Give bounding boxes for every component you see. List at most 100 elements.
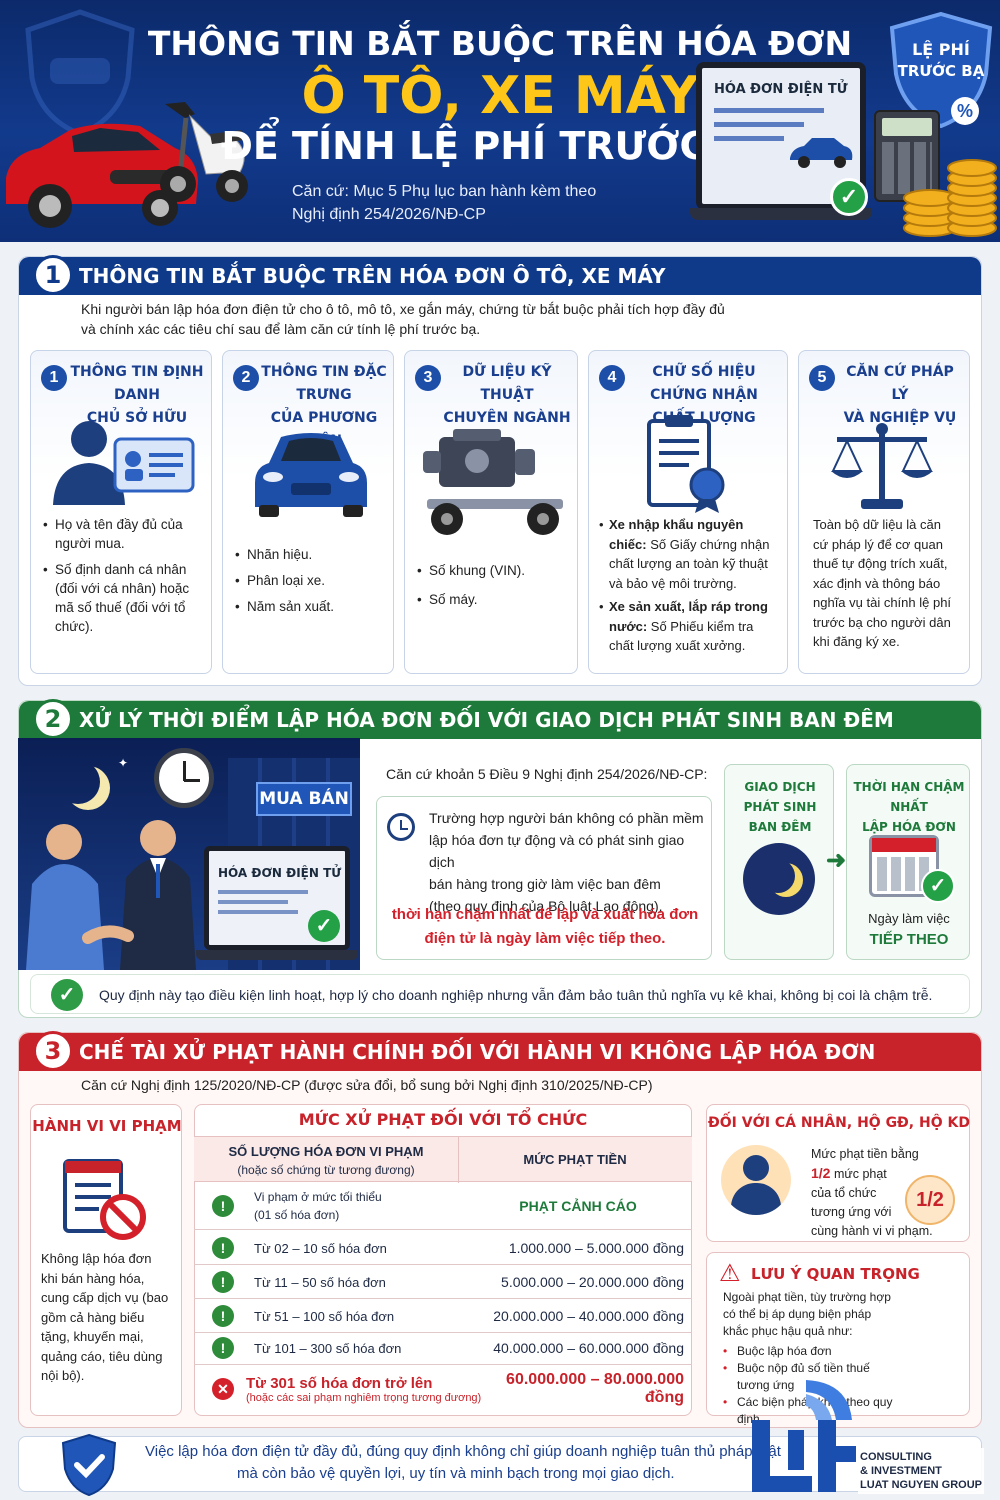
card1-item: Số định danh cá nhân (đối với cá nhân) h…	[43, 560, 203, 636]
laptop-invoice: HÓA ĐƠN ĐIỆN TỬ ✓	[690, 62, 872, 222]
row-label: Từ 11 – 50 số hóa đơn	[254, 1274, 386, 1290]
section2-basis: Căn cứ khoản 5 Điều 9 Nghị định 254/2026…	[386, 766, 708, 782]
row1-label-l1: Vi phạm ở mức tối thiểu	[254, 1189, 382, 1204]
moon-circle-icon	[743, 843, 815, 915]
section2-red-l1: thời hạn chậm nhất để lập và xuất hóa đơ…	[391, 906, 699, 923]
person-icon	[721, 1145, 791, 1215]
last-label: Từ 301 số hóa đơn trở lên (hoặc các sai …	[246, 1375, 496, 1404]
title-line1: THÔNG TIN BẮT BUỘC TRÊN HÓA ĐƠN	[147, 24, 853, 63]
half-badge: 1/2	[905, 1175, 955, 1225]
individual-l3: của tổ chức	[811, 1186, 877, 1200]
chassis-engine-icon	[423, 429, 563, 535]
penalty-row-warning: ! Vi phạm ở mức tối thiểu(01 số hóa đơn)…	[194, 1182, 692, 1230]
box1-title-l1: GIAO DỊCH PHÁT SINH	[743, 780, 817, 814]
individual-l2: mức phạt	[833, 1167, 887, 1181]
night-transaction-illustration: ✦ ✦ ✦ MUA BÁN HÓA ĐƠN ĐIỆN TỬ ✓	[18, 738, 360, 970]
warning-icon: !	[212, 1337, 234, 1359]
logo-l1: CONSULTING	[860, 1451, 932, 1463]
logo-text: CONSULTING & INVESTMENT LUAT NGUYEN GROU…	[858, 1448, 985, 1494]
section1-header: THÔNG TIN BẮT BUỘC TRÊN HÓA ĐƠN Ô TÔ, XE…	[19, 257, 981, 295]
clock-small-icon	[387, 813, 415, 841]
shield-check-icon	[61, 1433, 117, 1497]
sale-sign: MUA BÁN	[256, 782, 352, 816]
title-line3: ĐỂ TÍNH LỆ PHÍ TRƯỚC BẠ	[221, 124, 779, 168]
individual-title: ĐỐI VỚI CÁ NHÂN, HỘ GĐ, HỘ KD	[708, 1115, 970, 1131]
card2-number: 2	[233, 365, 259, 391]
section3-header: CHẾ TÀI XỬ PHẠT HÀNH CHÍNH ĐỐI VỚI HÀNH …	[19, 1033, 981, 1071]
note-l1: Ngoài phạt tiền, tùy trường hợp	[723, 1290, 891, 1304]
individual-half: 1/2	[811, 1165, 831, 1181]
warning-icon: !	[212, 1237, 234, 1259]
violation-title: HÀNH VI VI PHẠM	[32, 1117, 182, 1135]
row-label: Từ 51 – 100 số hóa đơn	[254, 1308, 395, 1324]
section2-note-bar: ✓ Quy định này tạo điều kiện linh hoạt, …	[30, 974, 970, 1014]
car-front-icon	[255, 433, 367, 517]
row-value: 20.000.000 – 40.000.000 đồng	[493, 1308, 684, 1324]
warning-icon: !	[212, 1271, 234, 1293]
note-title: LƯU Ý QUAN TRỌNG	[751, 1265, 920, 1283]
company-logo: CONSULTING & INVESTMENT LUAT NGUYEN GROU…	[748, 1380, 1000, 1500]
row-label: Từ 02 – 10 số hóa đơn	[254, 1240, 387, 1256]
basis-line2: Nghị định 254/2026/NĐ-CP	[292, 206, 486, 223]
card4-title-l1: CHỮ SỐ HIỆU CHỨNG NHẬN	[650, 364, 758, 403]
individual-text: Mức phạt tiền bằng 1/2 mức phạt của tổ c…	[811, 1145, 933, 1241]
section2-para-l3: bán hàng trong giờ làm việc ban đêm	[429, 876, 661, 892]
box2-title-l2: LẬP HÓA ĐƠN	[862, 820, 956, 834]
col1-header-l1: SỐ LƯỢNG HÓA ĐƠN VI PHẠM	[228, 1144, 424, 1159]
violation-box: HÀNH VI VI PHẠM Không lập hóa đơn khi bá…	[30, 1104, 182, 1416]
penalty-table-title: MỨC XỬ PHẠT ĐỐI VỚI TỔ CHỨC	[298, 1110, 588, 1129]
section1-intro2: và chính xác các tiêu chí sau để làm căn…	[81, 321, 481, 337]
note-check-icon: ✓	[51, 979, 83, 1011]
individual-l5: cùng hành vi vi phạm.	[811, 1224, 933, 1238]
last-label-l1: Từ 301 số hóa đơn trở lên	[246, 1374, 433, 1392]
night-check-icon: ✓	[308, 910, 340, 942]
scooter-icon	[160, 102, 248, 202]
card1-list: Họ và tên đầy đủ của người mua. Số định …	[43, 515, 203, 643]
note-item-text: Buộc nộp đủ số tiền thuế tương ứng	[737, 1361, 870, 1392]
section1-intro1: Khi người bán lập hóa đơn điện tử cho ô …	[81, 301, 725, 317]
card3-number: 3	[415, 365, 441, 391]
row-label: Từ 101 – 300 số hóa đơn	[254, 1340, 402, 1356]
row1-label: Vi phạm ở mức tối thiểu(01 số hóa đơn)	[254, 1188, 464, 1224]
violation-text: Không lập hóa đơn khi bán hàng hóa, cung…	[41, 1251, 169, 1383]
box2-foot1: Ngày làm việc	[868, 911, 950, 926]
section2-para-l4: (theo quy định của Bộ luật Lao động),	[429, 898, 663, 914]
col2-header: MỨC PHẠT TIỀN	[523, 1152, 627, 1167]
last-value: 60.000.000 – 80.000.000 đồng	[506, 1371, 684, 1406]
card2-item: Phân loại xe.	[235, 571, 385, 590]
card2-item: Nhãn hiệu.	[235, 545, 385, 564]
col1-header-l2: (hoặc số chứng từ tương đương)	[237, 1163, 415, 1177]
col1-header: SỐ LƯỢNG HÓA ĐƠN VI PHẠM (hoặc số chứng …	[194, 1143, 458, 1179]
note-text: Ngoài phạt tiền, tùy trường hợp có thể b…	[723, 1289, 891, 1340]
section3-badge: 3	[33, 1031, 73, 1071]
note-item: •Buộc nộp đủ số tiền thuế tương ứng	[723, 1361, 870, 1392]
percent-icon: %	[951, 97, 979, 125]
section2-header: XỬ LÝ THỜI ĐIỂM LẬP HÓA ĐƠN ĐỐI VỚI GIAO…	[19, 701, 981, 739]
id-card-icon	[53, 421, 195, 505]
section3-title: CHẾ TÀI XỬ PHẠT HÀNH CHÍNH ĐỐI VỚI HÀNH …	[79, 1040, 876, 1064]
section2-para-l2: lập hóa đơn tự động và có phát sinh giao…	[429, 832, 685, 870]
card5-text: Toàn bộ dữ liệu là căn cứ pháp lý để cơ …	[813, 517, 952, 649]
logo-l3: LUAT NGUYEN GROUP	[860, 1479, 983, 1491]
no-invoice-icon	[63, 1159, 146, 1240]
note-list: •Buộc lập hóa đơn •Buộc nộp đủ số tiền t…	[723, 1343, 899, 1428]
section2-red-l2: điện tử là ngày làm việc tiếp theo.	[424, 930, 666, 947]
row-value: 5.000.000 – 20.000.000 đồng	[501, 1274, 684, 1290]
card4-text: •Xe nhập khẩu nguyên chiếc: Số Giấy chứn…	[599, 517, 770, 653]
individual-box: ĐỐI VỚI CÁ NHÂN, HỘ GĐ, HỘ KD Mức phạt t…	[706, 1104, 970, 1242]
card2-item: Năm sản xuất.	[235, 597, 385, 616]
warning-icon: !	[212, 1305, 234, 1327]
laptop-invoice-label: HÓA ĐƠN ĐIỆN TỬ	[714, 82, 848, 97]
card1-title-l2: CHỦ SỞ HỮU	[86, 410, 188, 426]
calculator-icon	[874, 110, 940, 202]
shield-label1: LỆ PHÍ	[912, 40, 970, 59]
individual-l4: tương ứng với	[811, 1205, 892, 1219]
section1-badge: 1	[33, 255, 73, 295]
check-icon: ✓	[830, 178, 868, 216]
